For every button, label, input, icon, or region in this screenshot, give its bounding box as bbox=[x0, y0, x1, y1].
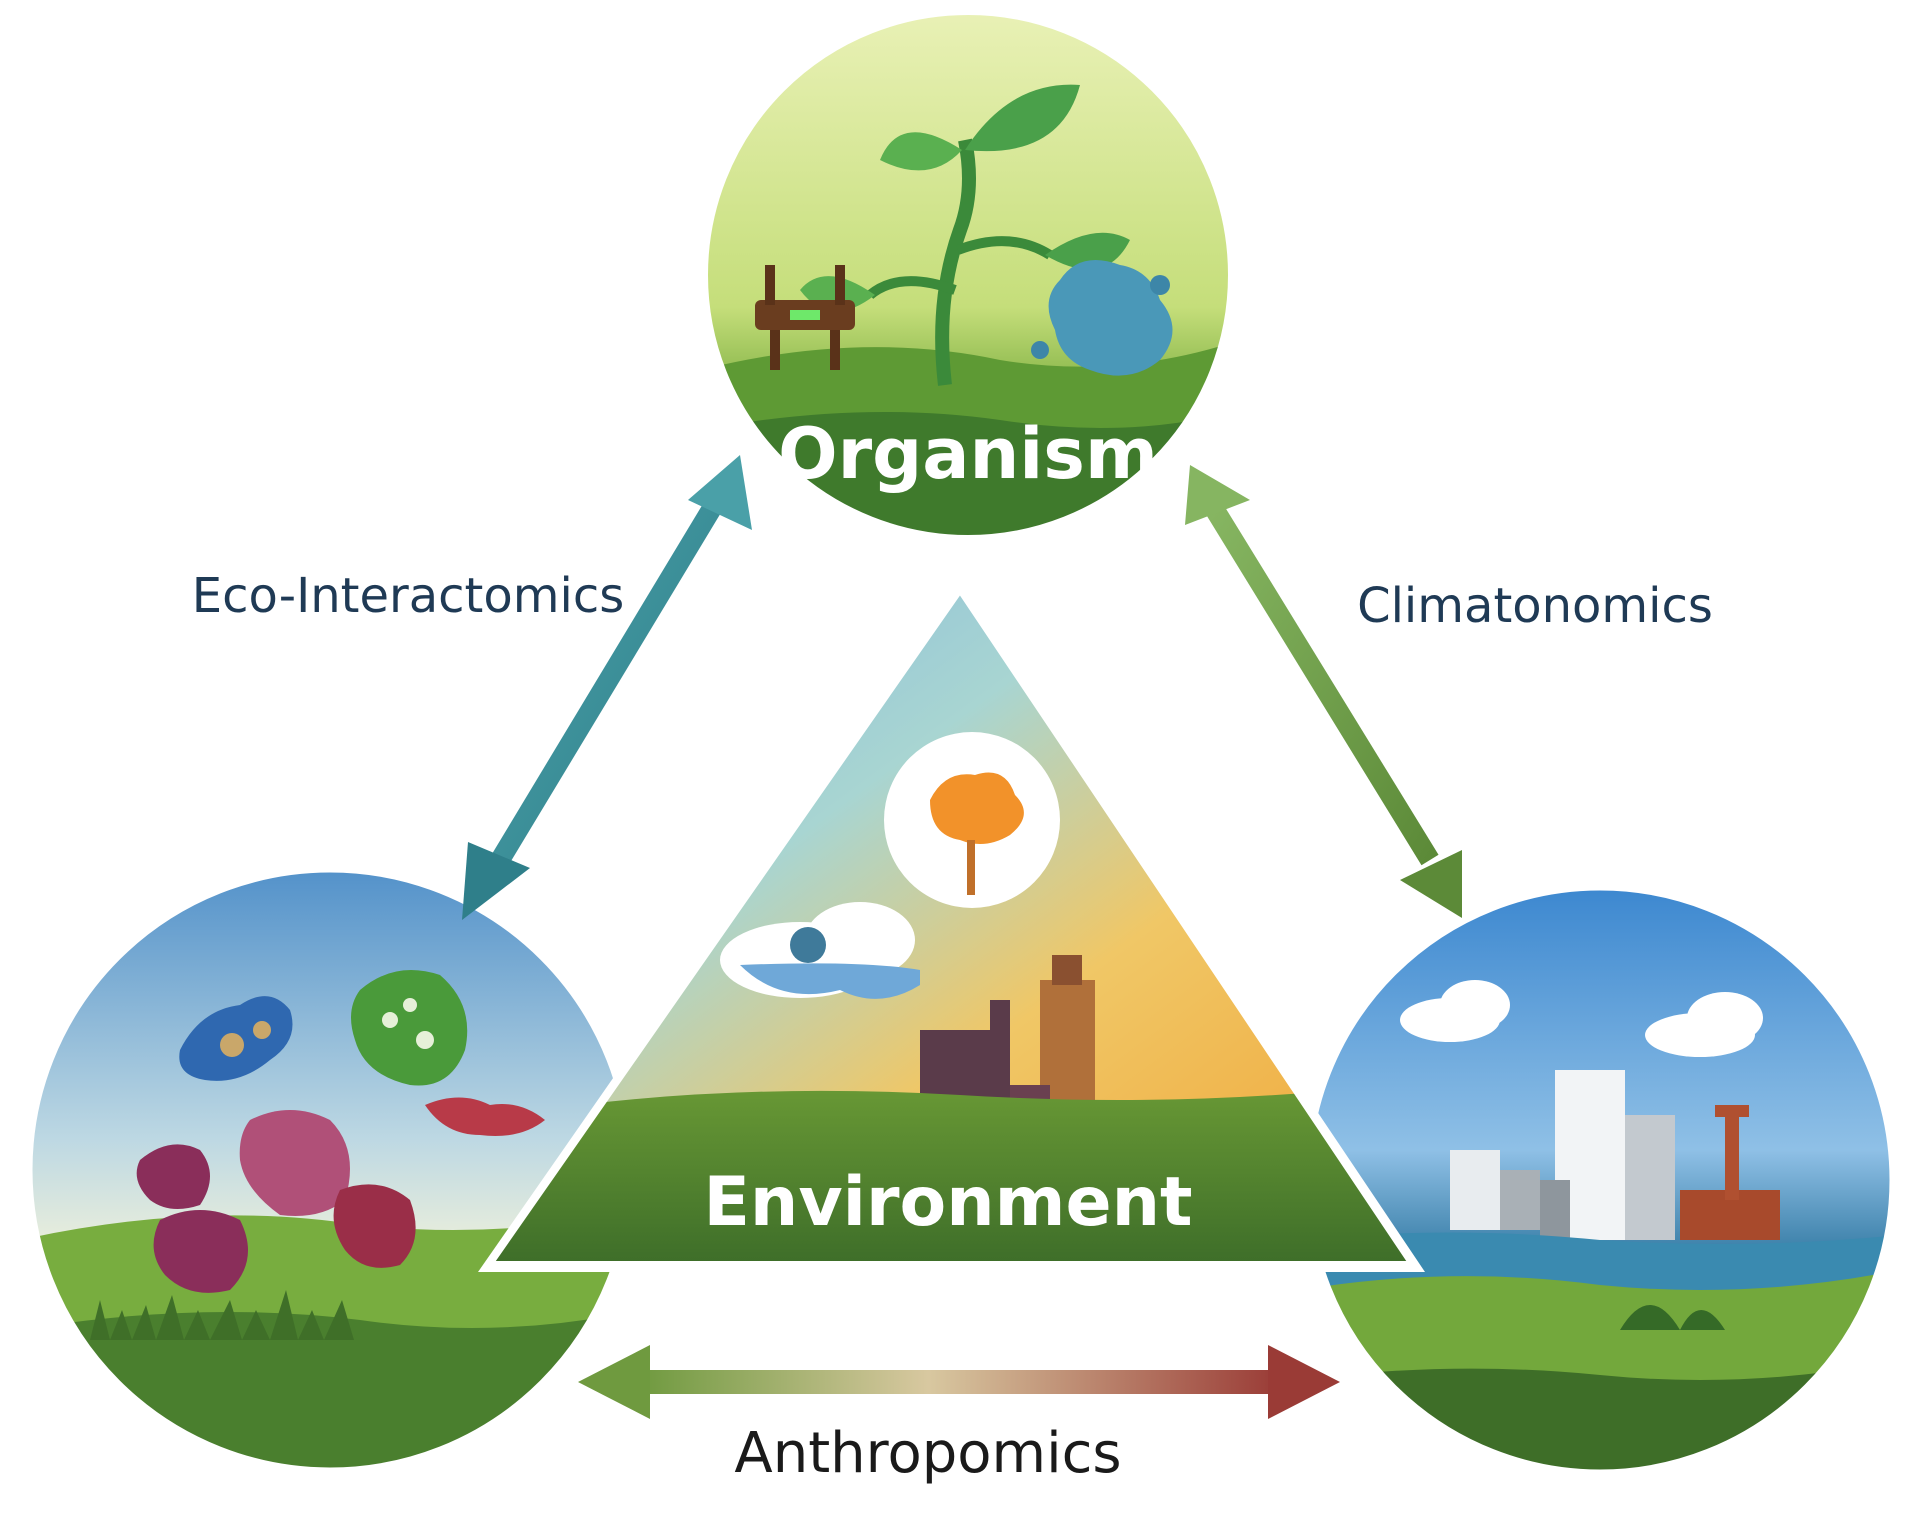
anthropomics-label: Anthropomics bbox=[734, 1421, 1121, 1486]
climatonomics-label: Climatonomics bbox=[1357, 578, 1713, 634]
eco-interaction-node bbox=[27, 867, 633, 1473]
tree-icon bbox=[884, 732, 1060, 908]
city-node bbox=[1305, 885, 1895, 1475]
green-microbe-icon bbox=[351, 970, 468, 1086]
climatonomics-arrow bbox=[1185, 465, 1462, 918]
cloud-icon bbox=[1400, 980, 1763, 1057]
eco-interactomics-label: Eco-Interactomics bbox=[192, 568, 624, 624]
anthropomics-arrow bbox=[578, 1345, 1340, 1419]
red-microbe-icon bbox=[425, 1097, 545, 1136]
device-icon bbox=[755, 265, 855, 370]
organism-label: Organism bbox=[778, 413, 1158, 495]
purple-microbe-icon bbox=[136, 1110, 416, 1293]
microbe-icon bbox=[1031, 260, 1173, 376]
cloud-icon bbox=[720, 902, 920, 999]
environment-node: Environment bbox=[478, 580, 1425, 1272]
eco-interactomics-arrow bbox=[462, 455, 752, 920]
city-skyline-icon bbox=[1450, 1070, 1780, 1240]
blue-microbe-icon bbox=[179, 996, 293, 1081]
environment-label: Environment bbox=[703, 1163, 1192, 1242]
organism-node: Organism bbox=[703, 10, 1233, 540]
